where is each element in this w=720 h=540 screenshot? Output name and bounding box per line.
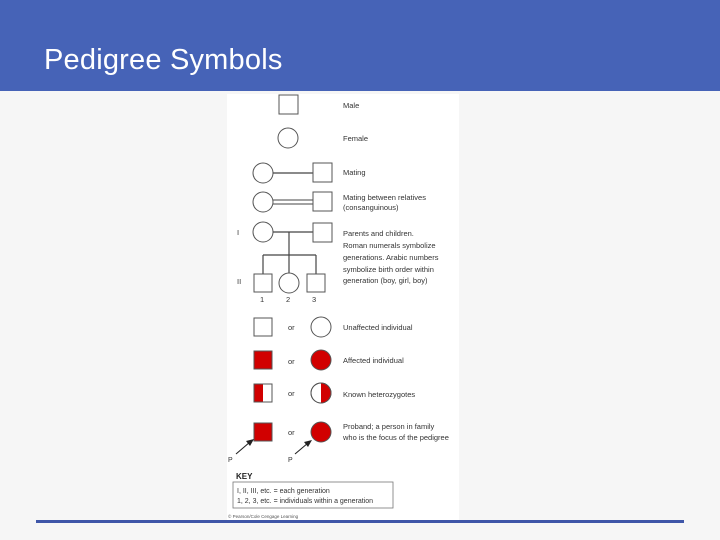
proband-arrow-male <box>235 441 251 455</box>
mating-male-symbol <box>312 162 333 183</box>
male-label: Male <box>343 101 359 110</box>
heterozygotes-label: Known heterozygotes <box>343 390 415 399</box>
or-unaffected: or <box>288 323 295 332</box>
birth-order-3: 3 <box>312 295 316 304</box>
or-affected: or <box>288 357 295 366</box>
proband-marker-female: P <box>288 457 293 464</box>
affected-label: Affected individual <box>343 356 404 365</box>
or-proband: or <box>288 428 295 437</box>
key-title: KEY <box>236 472 253 481</box>
mating-label: Mating <box>343 168 366 177</box>
heterozygote-female-fill <box>321 383 331 403</box>
key-box <box>232 481 394 509</box>
generation-II-label: II <box>237 277 241 286</box>
generation-I-label: I <box>237 228 239 237</box>
slide-title: Pedigree Symbols <box>44 44 283 76</box>
child3-boy-symbol <box>306 273 326 293</box>
parents-label-line3: generations. Arabic numbers <box>343 253 439 262</box>
female-label: Female <box>343 134 368 143</box>
proband-arrow-female <box>294 442 309 455</box>
affected-female-symbol <box>310 349 332 371</box>
child2-girl-symbol <box>278 272 300 294</box>
unaffected-label: Unaffected individual <box>343 323 413 332</box>
proband-label-line1: Proband; a person in family <box>343 422 435 431</box>
proband-label-line2: who is the focus of the pedigree <box>342 433 449 442</box>
proband-marker-male: P <box>228 457 233 464</box>
mating-female-symbol <box>252 162 274 184</box>
relatives-female-symbol <box>252 191 274 213</box>
heterozygote-male-fill <box>254 384 263 402</box>
child1-boy-symbol <box>253 273 273 293</box>
parent-female-symbol <box>252 221 274 243</box>
parents-label-line1: Parents and children. <box>343 229 414 238</box>
proband-female-symbol <box>310 421 332 443</box>
unaffected-male-symbol <box>253 317 273 337</box>
heterozygote-male-outline <box>253 383 273 403</box>
pedigree-symbols-figure: Male Female Mating Mating between relati… <box>228 94 449 519</box>
affected-male-symbol <box>253 350 273 370</box>
relatives-label-line1: Mating between relatives <box>343 193 426 202</box>
title-bar: Pedigree Symbols <box>0 0 720 91</box>
or-heterozygote: or <box>288 389 295 398</box>
birth-order-2: 2 <box>286 295 290 304</box>
birth-order-1: 1 <box>260 295 264 304</box>
male-square-symbol <box>278 94 299 115</box>
parents-label-line2: Roman numerals symbolize <box>343 241 436 250</box>
parents-label-line5: generation (boy, girl, boy) <box>343 276 428 285</box>
proband-arrowhead-male-icon <box>246 439 254 446</box>
unaffected-female-symbol <box>310 316 332 338</box>
proband-male-symbol <box>253 422 273 442</box>
pedigree-figure-panel: Male Female Mating Mating between relati… <box>227 94 459 522</box>
image-credit: © Pearson/Cole Cengage Learning <box>228 513 299 519</box>
parent-male-symbol <box>312 222 333 243</box>
key-line2: 1, 2, 3, etc. = individuals within a gen… <box>237 498 373 505</box>
proband-arrowhead-female-icon <box>304 440 312 447</box>
heterozygote-female-outline <box>310 382 332 404</box>
relatives-label-line2: (consanguinous) <box>343 203 399 212</box>
relatives-male-symbol <box>312 191 333 212</box>
key-line1: I, II, III, etc. = each generation <box>237 488 330 495</box>
parents-label-line4: symbolize birth order within <box>343 265 434 274</box>
female-circle-symbol <box>277 127 299 149</box>
footer-rule <box>36 520 684 523</box>
